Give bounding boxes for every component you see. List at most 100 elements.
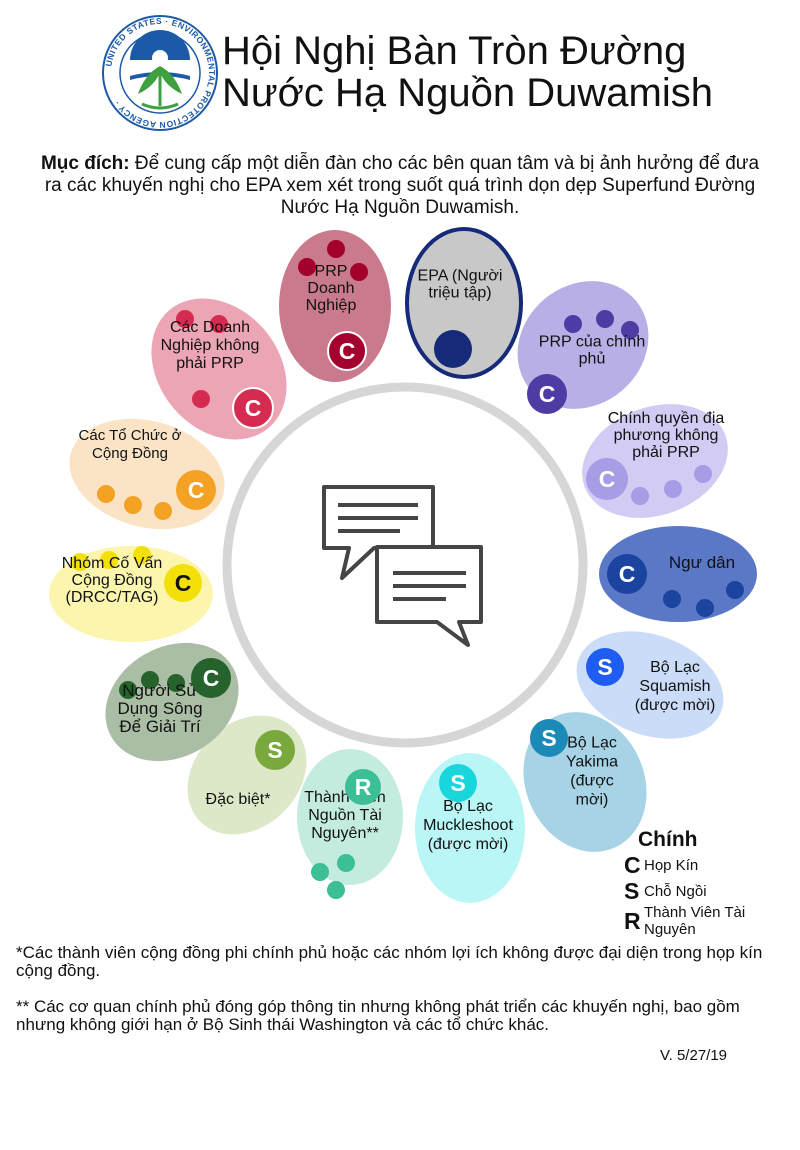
group-label-line: Nguyên**	[311, 825, 379, 842]
version-label: V. 5/27/19	[660, 1047, 728, 1064]
member-dot	[564, 315, 582, 333]
role-badge-letter: S	[450, 770, 465, 796]
member-dot	[141, 671, 159, 689]
group-label-line: Các Tổ Chức ở	[79, 427, 182, 444]
group-label-line: Muckleshoot	[423, 817, 513, 834]
member-dot	[176, 310, 194, 328]
chat-bubbles-icon	[322, 485, 483, 647]
group-label-line: EPA (Người	[418, 268, 503, 285]
group-label: Đặc biệt*	[206, 791, 271, 808]
group-label-line: Nhóm Cố Vấn	[62, 555, 163, 572]
footnote-community: *Các thành viên cộng đồng phi chính phủ …	[16, 943, 763, 980]
group-label-line: (được mời)	[428, 836, 509, 853]
legend-label: Thành Viên Tài Nguyên	[644, 904, 746, 938]
group-label-line: Nghiệp không	[161, 337, 260, 354]
member-dot	[350, 263, 368, 281]
role-badge-letter: C	[619, 561, 636, 587]
group-label-line: Chính quyền địa	[608, 410, 725, 427]
member-dot	[621, 321, 639, 339]
group-label-line: Doanh	[307, 280, 354, 297]
role-badge-letter: C	[203, 665, 220, 691]
group-label-line: Bộ Lạc	[567, 735, 617, 752]
group-label-line: (được mời)	[635, 697, 716, 714]
group-label-line: Người Sử	[122, 681, 197, 700]
role-badge	[232, 387, 274, 429]
role-badge-letter: S	[597, 654, 612, 680]
role-badge-letter: C	[599, 466, 616, 492]
group-label-line: triệu tập)	[428, 285, 491, 302]
group-label-line: phủ	[579, 351, 606, 368]
member-dot	[71, 553, 89, 571]
member-dot	[664, 480, 682, 498]
member-dot	[154, 502, 172, 520]
group-label-line: PRP của chính	[539, 334, 645, 351]
role-badge	[327, 331, 367, 371]
role-badge	[586, 648, 624, 686]
member-dot	[726, 581, 744, 599]
footnote-resource: ** Các cơ quan chính phủ đóng góp thông …	[16, 997, 740, 1034]
epa-logo: UNITED STATES · ENVIRONMENTAL PROTECTION…	[102, 15, 218, 131]
member-dot	[596, 310, 614, 328]
role-badge	[586, 458, 628, 500]
member-dot	[133, 546, 151, 564]
member-dot	[210, 315, 228, 333]
role-badge-letter: C	[339, 338, 356, 364]
group-bubble	[405, 227, 523, 379]
convener-dot	[434, 330, 472, 368]
purpose-label: Mục đích:	[40, 153, 130, 174]
role-badge	[164, 564, 202, 602]
group-label-line: PRP	[315, 263, 348, 280]
member-dot	[663, 590, 681, 608]
member-dot	[327, 240, 345, 258]
group-label-line: Ngư dân	[669, 553, 735, 572]
group-bubble	[599, 526, 757, 622]
group-label-line: (DRCC/TAG)	[65, 589, 158, 606]
group-label-line: (được	[570, 773, 613, 790]
member-dot	[167, 674, 185, 692]
legend-label: Họp Kín	[644, 857, 699, 874]
group-fishers: Ngư dân C	[599, 526, 757, 622]
purpose-text: Để cung cấp một diễn đàn cho các bên qua…	[44, 153, 760, 218]
member-dot	[100, 551, 118, 569]
member-dot	[694, 465, 712, 483]
group-special: Đặc biệt*S	[187, 715, 307, 835]
role-badge-letter: C	[539, 381, 556, 407]
page-title: Hội Nghị Bàn Tròn Đường Nước Hạ Nguồn Du…	[222, 29, 713, 115]
member-dot	[192, 390, 210, 408]
member-dot	[696, 599, 714, 617]
role-badge-letter: C	[188, 477, 205, 503]
legend-key: C	[624, 852, 641, 878]
group-label-line: Cộng Đồng	[72, 572, 153, 589]
group-label-line: Dụng Sông	[117, 699, 202, 718]
role-badge	[176, 470, 216, 510]
role-badge	[345, 769, 381, 805]
legend-key: S	[624, 878, 640, 904]
group-label-line: Các Doanh	[170, 319, 250, 336]
legend-label: Chỗ Ngồi	[644, 883, 707, 900]
group-label-line: phải PRP	[632, 444, 700, 461]
